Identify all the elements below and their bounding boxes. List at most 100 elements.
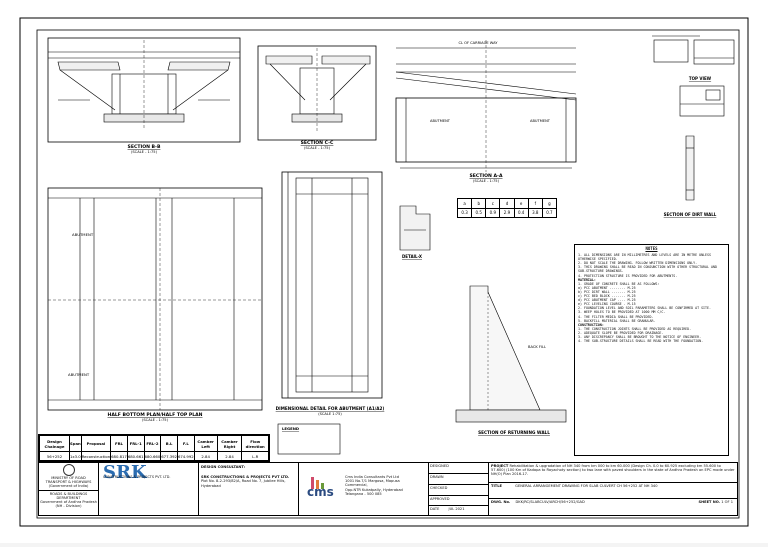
dept-line-1: ROADS & BUILDINGS DEPARTMENT <box>49 491 88 500</box>
note-line: 4. PROTECTION STRUCTURE IS PROVIDED FOR … <box>578 273 678 278</box>
abc-header: c <box>485 198 501 209</box>
abc-value: 0.7 <box>541 207 558 218</box>
abc-header: g <box>541 198 558 209</box>
srk-logo-block: SRK CONSTRUCTIONS & PROJECTS PVT. LTD. <box>99 463 199 515</box>
design-table-header: Camber Right <box>216 434 243 453</box>
dwg-row: DWG. No. DKK/RC/SLABCULV/ARCH/56+252/GAD… <box>489 499 737 515</box>
design-table-cell: 56+252 <box>39 451 70 461</box>
sheet-label: SHEET NO. <box>698 500 721 504</box>
contractor-address: Plot No. 8-2-293/82/A, Road No. 7, Jubil… <box>201 479 286 488</box>
detail-x-title: DETAIL-X <box>402 254 422 259</box>
abc-header: e <box>513 198 529 209</box>
designed-row: DESIGNED <box>429 463 488 474</box>
abc-value: 0.9 <box>485 207 501 218</box>
design-table-header: FRL-2 <box>143 434 162 453</box>
project-text: Rehabilitation & upgradation of NH 340 f… <box>491 464 735 477</box>
note-line: b) PCC DIRT WALL ....... M-25 <box>578 289 636 294</box>
approved-row: APPROVED <box>429 496 488 506</box>
title-row: TITLE GENERAL ARRANGEMENT DRAWING FOR SL… <box>489 483 737 499</box>
abc-header: f <box>527 198 543 209</box>
aa-abutment-right: ABUTMENT <box>530 119 551 123</box>
client-logos: MINISTRY OF ROAD TRANSPORT & HIGHWAYS (G… <box>39 463 99 515</box>
ministry-line-1: MINISTRY OF ROAD <box>51 476 86 480</box>
section-bb-scale: (SCALE - 1:75) <box>131 150 158 154</box>
half-plan-scale: (SCALE - 1:75) <box>142 418 169 422</box>
design-table-header: F.L <box>176 434 195 453</box>
design-table-cell: 674.992 <box>176 451 195 461</box>
date-row: DATE JUL 2021 <box>429 506 488 515</box>
legend-title: LEGEND <box>282 426 299 431</box>
cms-address-4: Telangana - 500 085 <box>345 491 382 496</box>
sheet-inner-border <box>36 29 740 519</box>
abutment-detail-view <box>281 171 383 399</box>
design-table-cell: 680.817 <box>110 451 128 461</box>
note-line: CONSTRUCTION: <box>578 322 604 327</box>
note-line: 4. THE SUB-STRUCTURE DETAILS SHALL BE RE… <box>578 339 704 344</box>
ministry-line-2: TRANSPORT & HIGHWAYS <box>45 480 92 485</box>
note-line: 4. THE FILTER MEDIA SHALL BE PROVIDED. <box>578 314 654 319</box>
design-table-header: B.L <box>160 434 178 453</box>
note-line: d) PCC ABUTMENT CAP .... M-25 <box>578 298 636 303</box>
design-table-header: Design Chainage <box>39 434 70 453</box>
carriageway-label: CL OF CARRIAGE WAY <box>458 41 498 45</box>
drawn-row: DRAWN <box>429 474 488 485</box>
design-table-header: FRL <box>110 434 128 453</box>
section-bb-view <box>47 37 241 143</box>
design-table-cell: L-R <box>241 451 269 461</box>
cms-logo-mark: cms <box>303 477 339 507</box>
title-label: TITLE <box>491 484 502 488</box>
note-line: 5. BACKFILL MATERIAL SHALL BE GRANULAR. <box>578 318 656 323</box>
abc-value: 0.5 <box>471 207 487 218</box>
note-line: 3. ANY DISCREPANCY SHALL BE BROUGHT TO T… <box>578 334 702 339</box>
dwg-label: DWG. No. <box>491 500 511 504</box>
section-aa-title: SECTION A-A <box>469 173 502 179</box>
design-table-cell: 677.392 <box>160 451 178 461</box>
design-table-cell: 1x3.0 <box>69 451 82 461</box>
note-line: MATERIAL: <box>578 277 596 282</box>
dept-line-3: (NH - Division) <box>55 504 82 509</box>
plan-abutment-label: ABUTMENT <box>72 232 94 237</box>
section-aa-scale: (SCALE - 1:75) <box>473 179 500 183</box>
half-plan-title: HALF BOTTOM PLAN/HALF TOP PLAN <box>107 412 202 418</box>
back-fill-label: BACK FILL <box>528 345 546 349</box>
srk-subtitle: CONSTRUCTIONS & PROJECTS PVT. LTD. <box>103 475 171 480</box>
note-line: c) PCC BED BLOCK ....... M-25 <box>578 294 636 299</box>
return-wall-section-title: SECTION OF RETURNING WALL <box>478 430 550 435</box>
abutment-detail-title: DIMENSIONAL DETAIL FOR ABUTMENT (A1/A2) <box>276 406 385 411</box>
note-line: 1. GRADE OF CONCRETE SHALL BE AS FOLLOWS… <box>578 281 660 286</box>
cms-address-1: 1001 No.7/1 Margosa, Mapusa <box>345 479 400 484</box>
abc-value: 0.3 <box>456 207 473 218</box>
abc-header: d <box>499 198 515 209</box>
project-row: PROJECT Rehabilitation & upgradation of … <box>489 463 737 483</box>
section-cc-title: SECTION C-C <box>301 140 334 146</box>
return-wall-section-view <box>455 285 567 423</box>
top-view-sketch <box>652 35 735 117</box>
abc-header: a <box>456 198 473 209</box>
cms-name: Cms India Consultants Pvt Ltd <box>345 475 399 479</box>
aa-abutment-left: ABUTMENT <box>430 119 451 123</box>
sheet-value: 1 OF 1 <box>721 500 733 504</box>
contractor-heading: DESIGN CONSULTANT: <box>201 465 246 469</box>
section-cc-scale: (SCALE - 1:75) <box>304 146 331 150</box>
dwg-value: DKK/RC/SLABCULV/ARCH/56+252/GAD <box>515 500 585 504</box>
contractor-name: SRK CONSTRUCTIONS & PROJECTS PVT LTD. <box>201 475 290 480</box>
note-line: 3. THIS DRAWING SHALL BE READ IN CONJUNC… <box>578 265 717 274</box>
dimension-abc-table: a b c d e f g 0.3 0.5 0.9 2.9 0.4 3.8 0.… <box>456 198 558 218</box>
design-consultant-block: DESIGN CONSULTANT: SRK CONSTRUCTIONS & P… <box>199 463 299 515</box>
top-view-title: TOP VIEW <box>689 76 712 81</box>
design-table-header: Proposal <box>80 434 112 453</box>
cms-logo: cms <box>307 485 334 499</box>
legend-box <box>277 423 341 455</box>
notes-panel: NOTES 1. ALL DIMENSIONS ARE IN MILLIMETR… <box>574 244 729 456</box>
section-cc-view <box>257 45 377 141</box>
title-text: GENERAL ARRANGEMENT DRAWING FOR SLAB CUL… <box>515 484 658 488</box>
note-line: 1. ALL DIMENSIONS ARE IN MILLIMETRES AND… <box>578 253 711 262</box>
note-line: 2. DO NOT SCALE THE DRAWING. FOLLOW WRIT… <box>578 261 698 266</box>
cms-block: cms Cms India Consultants Pvt Ltd 1001 N… <box>299 463 429 515</box>
note-line: a) PCC ABUTMENT ........ M-25 <box>578 285 636 290</box>
design-table-header: Camber Left <box>193 434 218 453</box>
note-line: 3. WEEP HOLES TO BE PROVIDED AT 1000 MM … <box>578 310 666 315</box>
abc-value: 2.9 <box>499 207 515 218</box>
design-table-cell: 680.661 <box>126 451 145 461</box>
